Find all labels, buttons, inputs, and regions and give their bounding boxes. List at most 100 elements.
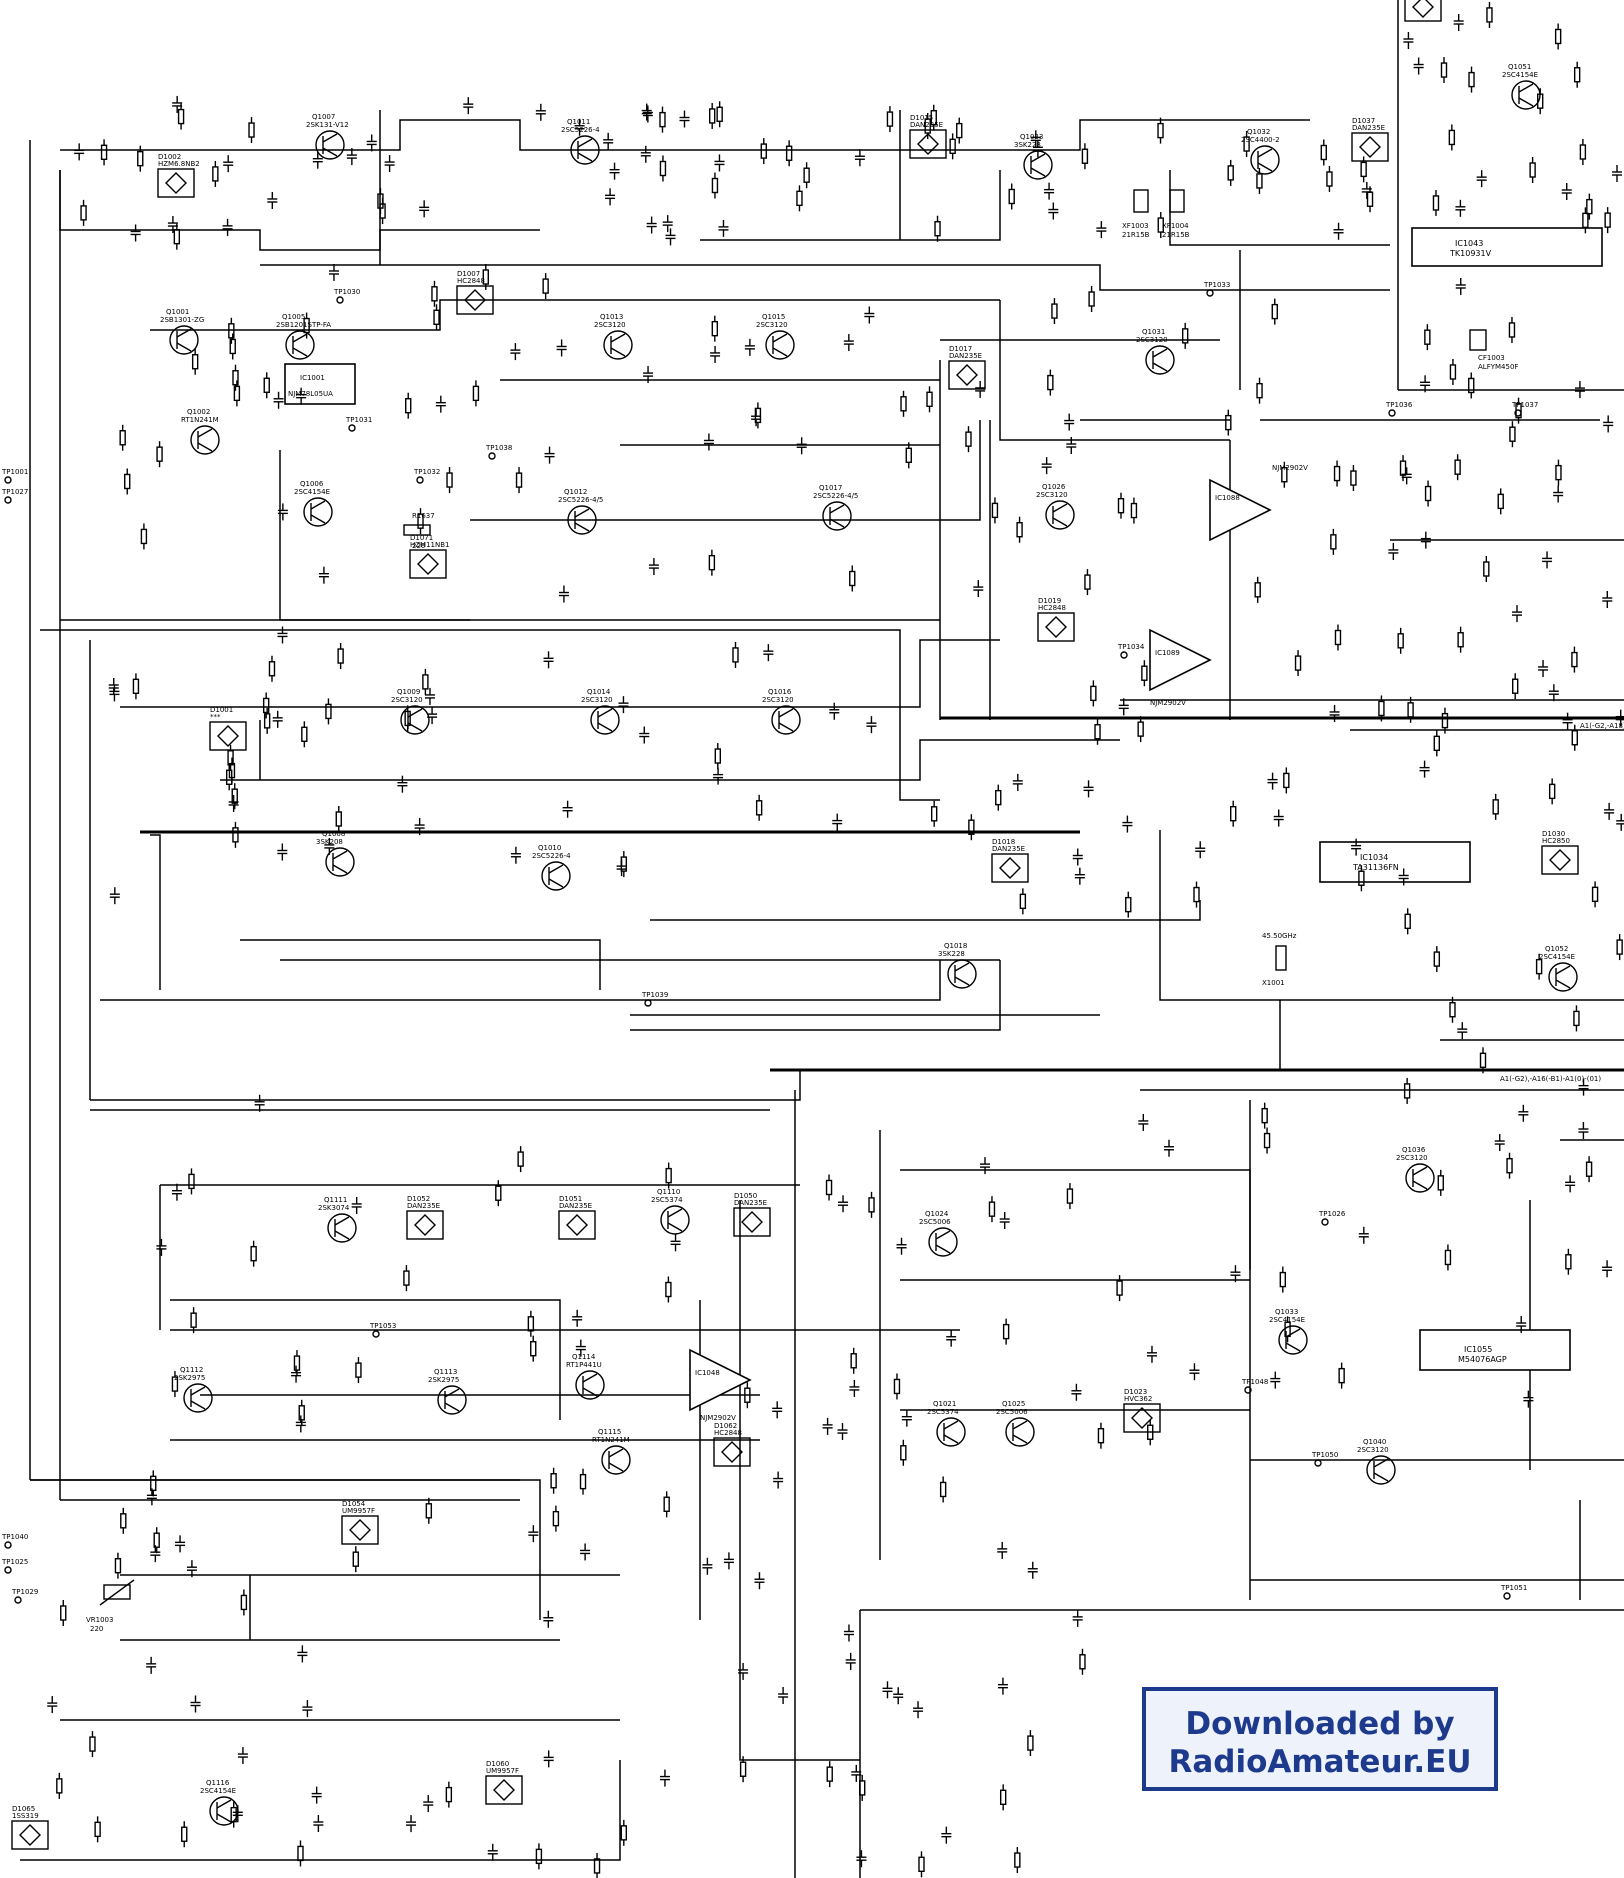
passive-part (822, 1417, 833, 1435)
passive-part (1225, 409, 1232, 436)
passive-part (212, 160, 219, 187)
passive-part (120, 1507, 127, 1534)
test-point-label: TP1033 (1203, 281, 1230, 289)
passive-part (1403, 32, 1414, 50)
passive-part (277, 626, 288, 644)
transistor-ref-label: Q1009 (397, 688, 420, 696)
passive-part (1230, 1265, 1241, 1283)
passive-part (1066, 1183, 1074, 1210)
test-point-label: TP1051 (1500, 1584, 1527, 1592)
passive-part (575, 1339, 586, 1357)
passive-part (866, 716, 877, 734)
test-point-tp1029: TP1029 (11, 1588, 38, 1604)
passive-part (296, 387, 307, 405)
passive-part (1424, 480, 1432, 507)
passive-part (1398, 868, 1409, 886)
passive-part (1449, 996, 1456, 1023)
transistor-ref-label: Q1112 (180, 1366, 203, 1374)
passive-part (1181, 322, 1189, 349)
passive-part (851, 1764, 862, 1782)
passive-part (934, 215, 941, 242)
passive-part (739, 1756, 747, 1783)
transistor-ref-label: Q1111 (324, 1196, 347, 1204)
passive-part (124, 468, 131, 495)
passive-part (773, 1471, 784, 1489)
passive-part (580, 1543, 591, 1561)
passive-part (665, 228, 676, 246)
test-point-label: TP1050 (1311, 1451, 1338, 1459)
passive-part (422, 668, 429, 695)
passive-part (1051, 298, 1058, 325)
transistor-part-label: 2SK2975 (428, 1376, 459, 1384)
passive-part (1603, 415, 1614, 433)
passive-part (231, 783, 238, 810)
passive-part (609, 162, 620, 180)
passive-part (89, 1731, 96, 1758)
passive-part (1048, 202, 1059, 220)
passive-part (648, 558, 659, 576)
passive-part (1616, 813, 1624, 831)
passive-part (1261, 1102, 1268, 1129)
passive-part (618, 696, 629, 714)
ic-njm78l05ua: IC1001 NJM78L05UA (284, 363, 356, 405)
passive-part (74, 143, 85, 161)
passive-part (785, 140, 793, 167)
passive-part (277, 843, 288, 861)
diode-ref-label: D1002 (158, 153, 181, 161)
passive-part (1358, 1226, 1369, 1244)
passive-part (1602, 1260, 1613, 1278)
passive-part (1338, 1362, 1345, 1389)
passive-part (150, 1545, 161, 1563)
lower-section-wiring (20, 1070, 1624, 1861)
passive-part (482, 264, 489, 291)
ic-tk10931v: IC1043 TK10931V (1411, 227, 1603, 267)
ic-ref-label: IC1055 (1464, 1345, 1492, 1354)
passive-part (1122, 815, 1133, 833)
passive-part (403, 1265, 410, 1292)
ic-part-label: NJM78L05UA (288, 390, 333, 398)
passive-part (1492, 793, 1499, 820)
passive-part (1334, 624, 1342, 651)
passive-part (825, 1174, 833, 1201)
passive-part (864, 306, 875, 324)
transistor-part-label: 2SC3120 (1357, 1446, 1389, 1454)
passive-part (346, 148, 357, 166)
filter-xf1004: XF1004 21R15B (1162, 189, 1190, 239)
passive-part (1511, 673, 1519, 700)
passive-part (772, 1401, 783, 1419)
watermark-line1: Downloaded by (1185, 1706, 1455, 1742)
passive-part (738, 1662, 749, 1680)
passive-part (337, 643, 344, 670)
passive-part (232, 1805, 243, 1823)
trimmer-vr1003: VR1003 220 (86, 1579, 135, 1633)
passive-part (248, 117, 255, 144)
passive-part (1404, 908, 1411, 935)
passive-part (1294, 650, 1302, 677)
test-point-label: TP1037 (1511, 401, 1538, 409)
passive-part (263, 707, 271, 734)
trimmer-value-label: 220 (412, 542, 425, 550)
passive-part (527, 1310, 535, 1337)
passive-part (849, 565, 856, 592)
transistor-ref-label: Q1012 (564, 488, 587, 496)
passive-part (1118, 698, 1129, 716)
passive-part (1066, 437, 1077, 455)
passive-part (406, 1815, 417, 1833)
passive-part (556, 339, 567, 357)
passive-part (552, 1505, 560, 1532)
passive-part (397, 775, 408, 793)
passive-part (1574, 381, 1585, 399)
passive-part (1137, 716, 1144, 743)
test-point-label: TP1030 (333, 288, 360, 296)
diode-part-label: DAN235E (1352, 124, 1385, 132)
passive-part (646, 216, 657, 234)
passive-part (60, 1599, 67, 1626)
ic-part-label: NJM2902V (1150, 699, 1186, 707)
passive-part (579, 1468, 587, 1495)
transistor-ref-label: Q1021 (933, 1400, 956, 1408)
passive-part (1097, 1422, 1105, 1449)
